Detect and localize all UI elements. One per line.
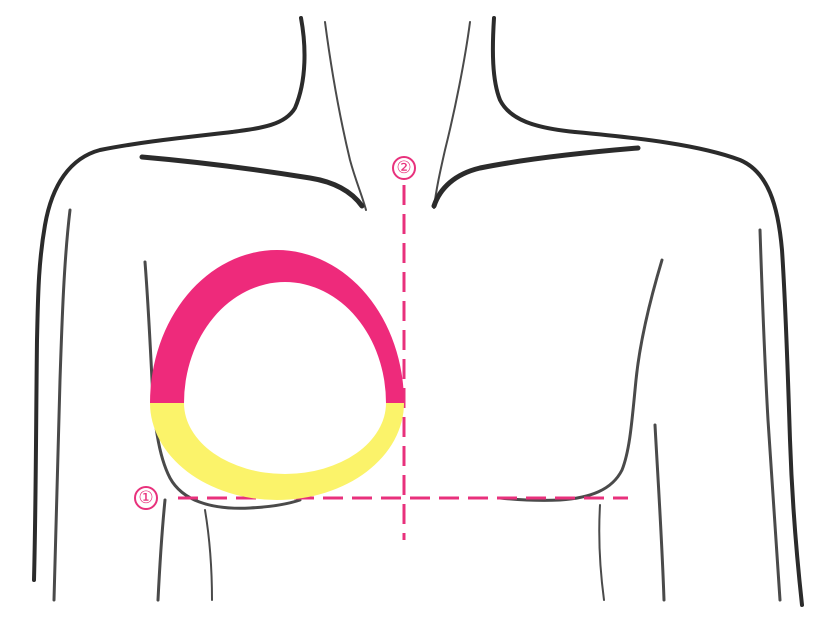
marker-1-label: ① (138, 488, 153, 508)
marker-2: ② (393, 157, 415, 179)
arm-left-inner-line (54, 210, 70, 600)
ring-lower-half (150, 403, 404, 500)
torso-left-lower (158, 500, 165, 600)
collarbone-right (434, 148, 638, 206)
collarbone-left (142, 157, 362, 206)
torso-left-lower-2 (205, 510, 212, 600)
torso-right-lower (655, 425, 664, 600)
marker-2-label: ② (396, 158, 411, 178)
shoulder-right-line (575, 132, 802, 605)
torso-right-lower-2 (599, 505, 604, 600)
shoulder-left-line (34, 132, 232, 580)
breast-right-side (500, 260, 662, 500)
ring-upper-half (150, 250, 404, 403)
arm-right-inner-line (760, 230, 780, 600)
torso-outline (34, 18, 802, 605)
marker-1: ① (135, 487, 157, 509)
neck-right-line (493, 18, 575, 132)
neck-left-line (232, 18, 305, 132)
breast-ring (150, 250, 404, 500)
